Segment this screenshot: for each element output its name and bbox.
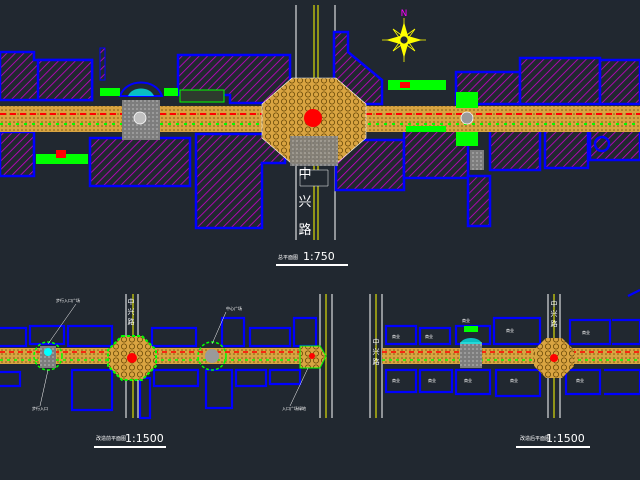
bottom-right-title: 改造后平面图 [520, 435, 550, 442]
bl-road-char-2: 兴 [128, 307, 135, 316]
bl-annotation-2: 中心广场 [226, 305, 242, 311]
compass-rose-icon [382, 18, 426, 62]
bottom-left-east-plaza [299, 345, 327, 369]
top-site-plan: N 中 兴 路 总平面图 1:750 [0, 5, 640, 266]
br-shop-label-4: 商业 [506, 327, 514, 333]
top-plan-title: 总平面图 [278, 254, 298, 261]
br-shop-label-2: 商业 [425, 333, 433, 339]
br-road-char-2: 兴 [551, 309, 558, 318]
bottom-left-plan: 步行入口广场 中心广场 步行入口 入口广场绿地 中 兴 路 改造前平面图 1:1… [0, 294, 333, 448]
bl-leader-3 [39, 369, 49, 407]
bottom-right-plan: 中 兴 路 中 兴 路 商业 商业 商业 商业 商业 商业 商业 商业 商业 商… [369, 289, 640, 448]
bl-annotation-3: 步行入口 [32, 405, 48, 411]
central-roundabout [261, 77, 367, 187]
road-label-char-3: 路 [298, 222, 311, 238]
br-shop-label-6: 商业 [392, 377, 400, 383]
bottom-left-planting [0, 351, 320, 361]
br-shop-label-1: 商业 [392, 333, 400, 339]
br-shop-label-3: 商业 [462, 317, 470, 323]
br-shop-label-10: 商业 [576, 377, 584, 383]
bl-annotation-1: 步行入口广场 [56, 297, 80, 303]
north-label: N [401, 9, 408, 19]
bl-road-char-3: 路 [128, 317, 135, 326]
br-shop-label-8: 商业 [464, 377, 472, 383]
bottom-left-buildings [0, 316, 318, 420]
bottom-right-scale: 1:1500 [546, 432, 585, 445]
road-label-char-1: 中 [298, 167, 311, 182]
bottom-right-walkway [382, 348, 640, 364]
top-plan-scale: 1:750 [303, 250, 335, 263]
round-pavilion [593, 135, 611, 153]
bottom-left-center-plaza [197, 341, 227, 371]
tower-structure [99, 47, 106, 81]
bl-leader-4 [289, 367, 309, 407]
bl-annotation-4: 入口广场绿地 [282, 405, 306, 411]
bottom-right-buildings [384, 289, 640, 398]
entrance-plaza-left [36, 81, 225, 164]
bl-leader-2 [211, 311, 227, 345]
bl-leader-1 [47, 303, 77, 345]
bottom-right-plaza-west [460, 326, 482, 368]
bottom-right-roundabout [534, 338, 574, 378]
br-left-road-char-3: 路 [373, 357, 380, 366]
br-shop-label-5: 商业 [582, 329, 590, 335]
br-road-char-1: 中 [551, 299, 558, 308]
br-left-road-char-1: 中 [373, 337, 380, 346]
road-label-char-2: 兴 [298, 195, 311, 210]
br-left-road-char-2: 兴 [373, 347, 380, 356]
bottom-right-planting [382, 351, 640, 361]
br-shop-label-7: 商业 [428, 377, 436, 383]
bl-road-char-1: 中 [128, 297, 135, 306]
br-shop-label-9: 商业 [510, 377, 518, 383]
br-road-char-3: 路 [551, 319, 558, 328]
bottom-left-roundabout [107, 335, 157, 381]
pedestrian-walkway-right [336, 106, 640, 132]
bottom-left-scale: 1:1500 [125, 432, 164, 445]
bottom-left-title: 改造前平面图 [96, 435, 126, 442]
entrance-plaza-right [388, 80, 484, 170]
